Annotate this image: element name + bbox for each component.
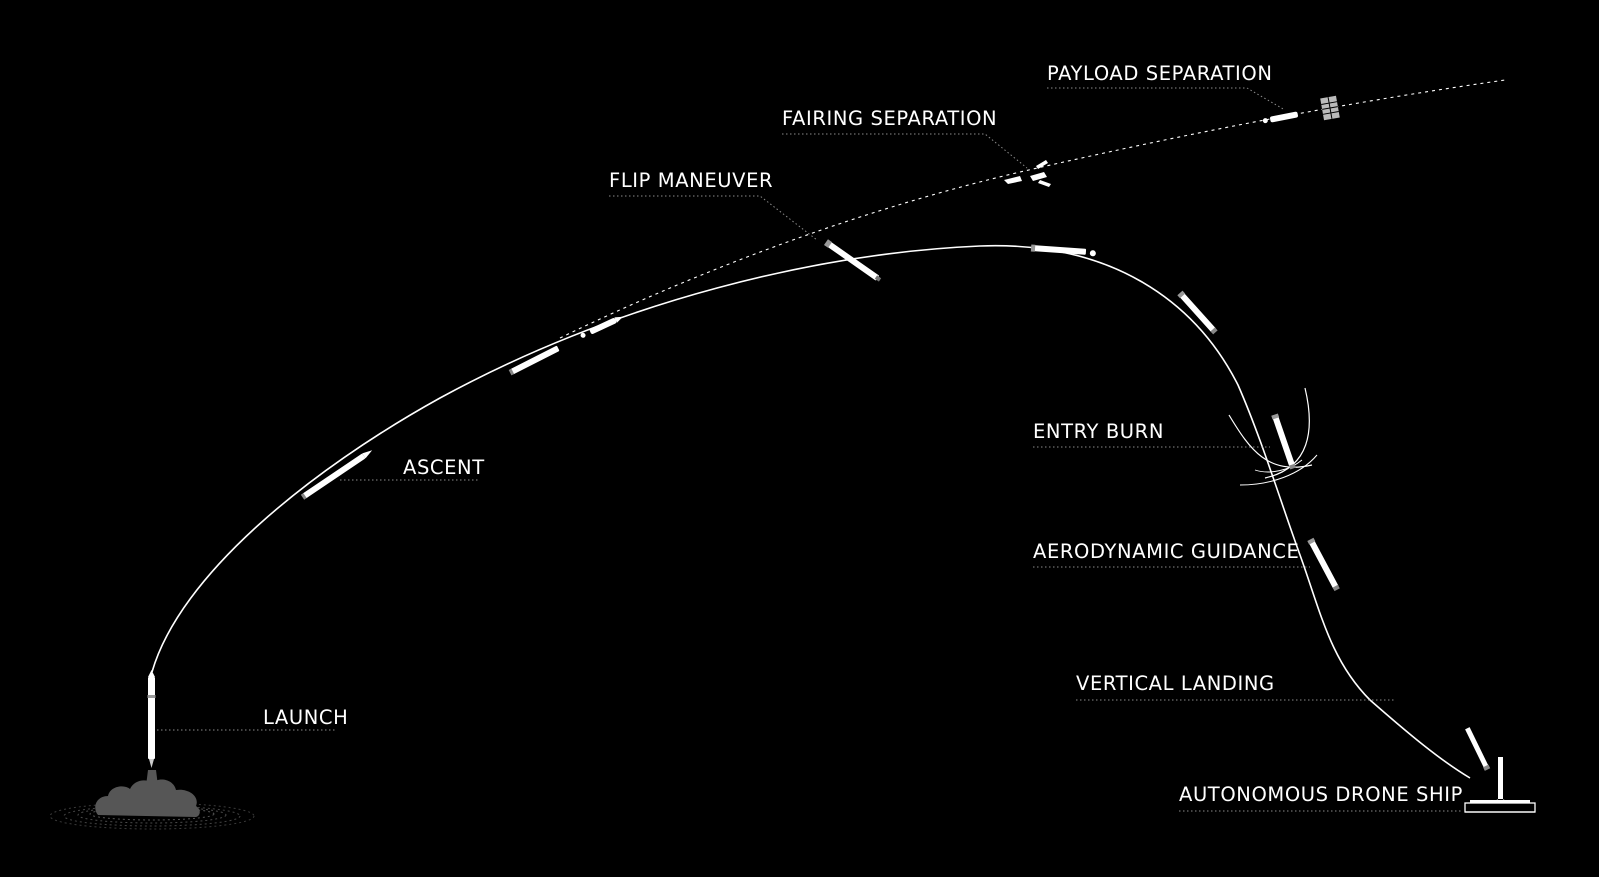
label-vertical-landing: VERTICAL LANDING <box>1076 672 1275 695</box>
rocket-icon <box>508 345 560 376</box>
satellite-icon <box>1320 95 1340 121</box>
label-payload-separation: PAYLOAD SEPARATION <box>1047 62 1273 85</box>
rocket-icon <box>1177 290 1218 335</box>
entry-burn-plume-icon <box>1228 387 1318 486</box>
label-ascent: ASCENT <box>403 456 485 479</box>
launch-pad-smoke-icon <box>49 770 255 830</box>
second-stage-icon <box>580 316 623 338</box>
rocket-icon <box>1465 727 1491 771</box>
rocket-icon <box>823 239 882 282</box>
rocket-icon <box>300 450 373 500</box>
label-autonomous-drone-ship: AUTONOMOUS DRONE SHIP <box>1179 783 1463 806</box>
second-stage-trajectory <box>559 79 1506 339</box>
rocket-icon <box>1307 537 1340 592</box>
label-flip-maneuver: FLIP MANEUVER <box>609 169 773 192</box>
rocket-icon <box>1030 244 1096 257</box>
rocket-icon <box>1492 757 1509 803</box>
drone-ship-icon <box>1464 800 1536 813</box>
fairing-halves-icon <box>1004 160 1051 187</box>
label-fairing-separation: FAIRING SEPARATION <box>782 107 997 130</box>
label-aerodynamic-guidance: AERODYNAMIC GUIDANCE <box>1033 540 1299 563</box>
rocket-icon <box>147 670 156 768</box>
label-launch: LAUNCH <box>263 706 348 729</box>
first-stage-trajectory <box>151 244 1471 779</box>
label-entry-burn: ENTRY BURN <box>1033 420 1164 443</box>
rocket-icon <box>1271 413 1296 470</box>
leader-lines <box>157 87 1463 812</box>
second-stage-icon <box>1262 111 1298 124</box>
